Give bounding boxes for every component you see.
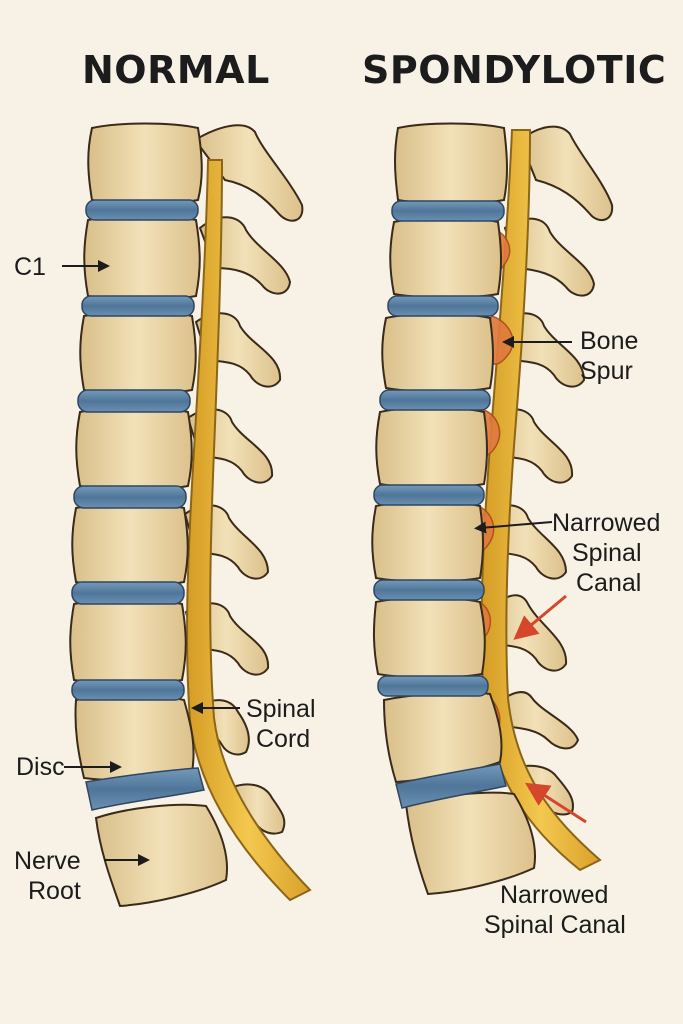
label-nerve-root-line1: Nerve [14,847,81,875]
title-normal: NORMAL [82,48,270,92]
normal-callout-lines [62,260,240,866]
label-c1: C1 [14,253,46,281]
normal-spine [62,122,312,908]
label-nerve-root-line2: Root [28,877,81,905]
label-narrowed-mid-line3: Canal [576,569,642,597]
normal-discs [71,199,205,811]
label-narrowed-mid-line1: Narrowed [552,509,661,537]
label-spinal-cord-line1: Spinal [246,695,316,723]
label-bone-spur-line1: Bone [580,327,639,355]
spondylotic-discs [373,200,507,809]
label-narrowed-mid-line2: Spinal [572,539,642,567]
normal-vertebral-bodies [69,122,228,908]
spondylotic-spine [371,122,614,896]
label-bone-spur-line2: Spur [580,357,633,385]
narrowing-arrows [513,594,587,824]
title-spondylotic: SPONDYLOTIC [362,48,667,92]
label-narrowed-bottom-line2: Spinal Canal [484,911,626,939]
label-spinal-cord-line2: Cord [256,725,311,753]
label-narrowed-bottom-line1: Narrowed [500,881,609,909]
spondylotic-callout-lines [474,336,572,534]
label-disc: Disc [16,753,65,781]
normal-spinal-cord [186,159,312,902]
spondylotic-vertebral-bodies [371,122,536,896]
